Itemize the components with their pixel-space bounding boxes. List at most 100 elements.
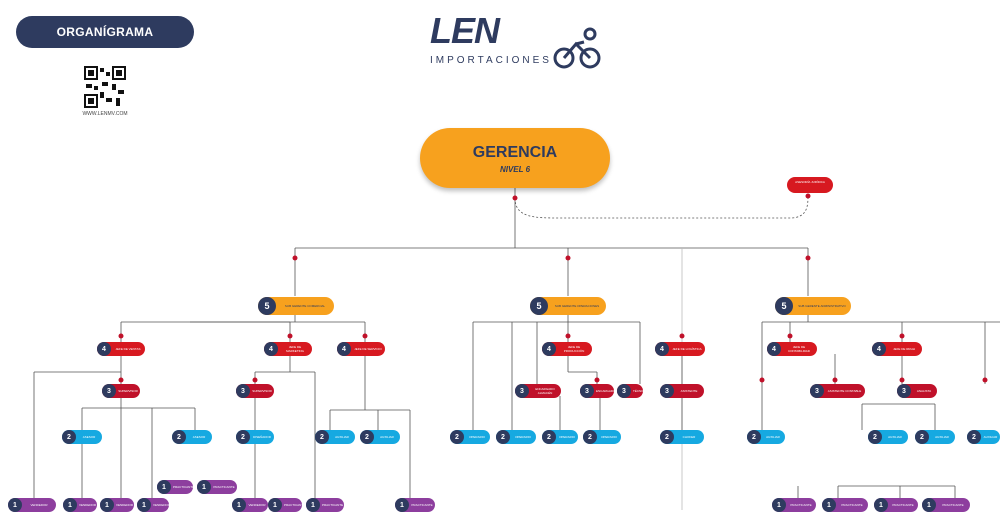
- node-label: JEFE DE VENTAS: [115, 347, 141, 351]
- node-label: ENCARGADO: [596, 389, 614, 393]
- level-number: 5: [258, 297, 276, 315]
- level-number: 1: [306, 498, 320, 512]
- level-number: 1: [922, 498, 936, 512]
- node-label: PRACTICANTE: [942, 503, 964, 507]
- level-number: 2: [747, 430, 761, 444]
- level-number: 2: [542, 430, 556, 444]
- level-number: 3: [897, 384, 911, 398]
- level-number: 4: [767, 342, 781, 356]
- node-label: VENDEDOR: [30, 503, 48, 507]
- level-number: 2: [236, 430, 250, 444]
- node-label: ANALISTA: [916, 389, 932, 393]
- level-number: 5: [775, 297, 793, 315]
- level-number: 3: [515, 384, 529, 398]
- node-label: AUXILIAR: [983, 435, 998, 439]
- node-label: DISEÑADOR: [253, 435, 271, 439]
- node-label: PRACTICANTE: [841, 503, 863, 507]
- node-label: PRACTICANTE: [173, 485, 193, 489]
- node-label: PRACTICANTE: [411, 503, 433, 507]
- level-number: 2: [450, 430, 464, 444]
- node-label: SUB GERENTE ADMINISTRATIVO: [798, 304, 846, 308]
- node-label: SUB GERENTE COMERCIAL: [284, 304, 326, 308]
- org-node-b8: 3 ANALISTA: [897, 384, 937, 398]
- level-number: 1: [395, 498, 409, 512]
- level-number: 3: [810, 384, 824, 398]
- level-number: 4: [655, 342, 669, 356]
- node-label: JEFE DE LOGÍSTICA: [672, 347, 702, 351]
- node-label: VENDEDOR: [248, 503, 266, 507]
- org-node-a6: 4 JEFE DE CONTABILIDAD: [767, 342, 817, 356]
- node-label: PRACTICANTE: [892, 503, 914, 507]
- node-label: VENDEDOR: [116, 503, 134, 507]
- level-number: 2: [660, 430, 674, 444]
- level-number: 1: [63, 498, 77, 512]
- company-logo: LEN IMPORTACIONES: [430, 10, 610, 70]
- node-label: SUB GERENTE OPERACIONES: [554, 304, 600, 308]
- level-number: 2: [315, 430, 329, 444]
- level-number: 2: [915, 430, 929, 444]
- org-node-a1: 4 JEFE DE VENTAS: [97, 342, 145, 356]
- node-label: CHOFER: [682, 435, 696, 439]
- node-label: PRACTICANTE: [322, 503, 344, 507]
- node-label: VENDEDOR: [79, 503, 97, 507]
- level-number: 2: [172, 430, 186, 444]
- org-node-c6: 2 OPERARIO: [450, 430, 490, 444]
- level-number: 1: [137, 498, 151, 512]
- level-number: 5: [530, 297, 548, 315]
- level-number: 1: [157, 480, 171, 494]
- level-number: 1: [232, 498, 246, 512]
- level-number: 3: [102, 384, 116, 398]
- gerencia-level: NIVEL 6: [499, 165, 531, 174]
- level-number: 3: [660, 384, 674, 398]
- node-label: AUXILIAR: [380, 435, 394, 439]
- org-node-l5b: 5 SUB GERENTE OPERACIONES: [530, 297, 606, 315]
- node-label: ASISTENTE CONTABLE: [827, 389, 862, 393]
- node-label: TÉCNICO: [633, 389, 643, 393]
- node-label: JEFE DE CONTABILIDAD: [788, 345, 810, 353]
- bike-icon: [553, 27, 601, 69]
- node-label: PRACTICANTE: [213, 485, 235, 489]
- level-number: 2: [868, 430, 882, 444]
- org-node-d13: 1 PRACTICANTE: [874, 498, 918, 512]
- node-label: AUXILIAR: [766, 435, 780, 439]
- node-label: OPERARIO: [469, 435, 485, 439]
- node-label: PRACTICANTE: [284, 503, 302, 507]
- org-node-l5a: 5 SUB GERENTE COMERCIAL: [258, 297, 334, 315]
- node-label: JEFE DE MARKETING: [286, 345, 304, 353]
- level-number: 4: [97, 342, 111, 356]
- level-number: 3: [580, 384, 594, 398]
- qr-code-icon: [84, 66, 126, 108]
- level-number: 1: [100, 498, 114, 512]
- logo-sub-text: IMPORTACIONES: [430, 55, 552, 66]
- org-node-c11: 2 AUXILIAR: [747, 430, 785, 444]
- node-label: OPERARIO: [601, 435, 617, 439]
- node-label: ENCARGADO ALMACÉN: [535, 387, 555, 395]
- level-number: 1: [874, 498, 888, 512]
- node-label: VENDEDOR: [153, 503, 169, 507]
- level-number: 2: [967, 430, 981, 444]
- website-url: WWW.LENMV.COM: [82, 111, 128, 117]
- node-label: ASESOR: [192, 435, 206, 439]
